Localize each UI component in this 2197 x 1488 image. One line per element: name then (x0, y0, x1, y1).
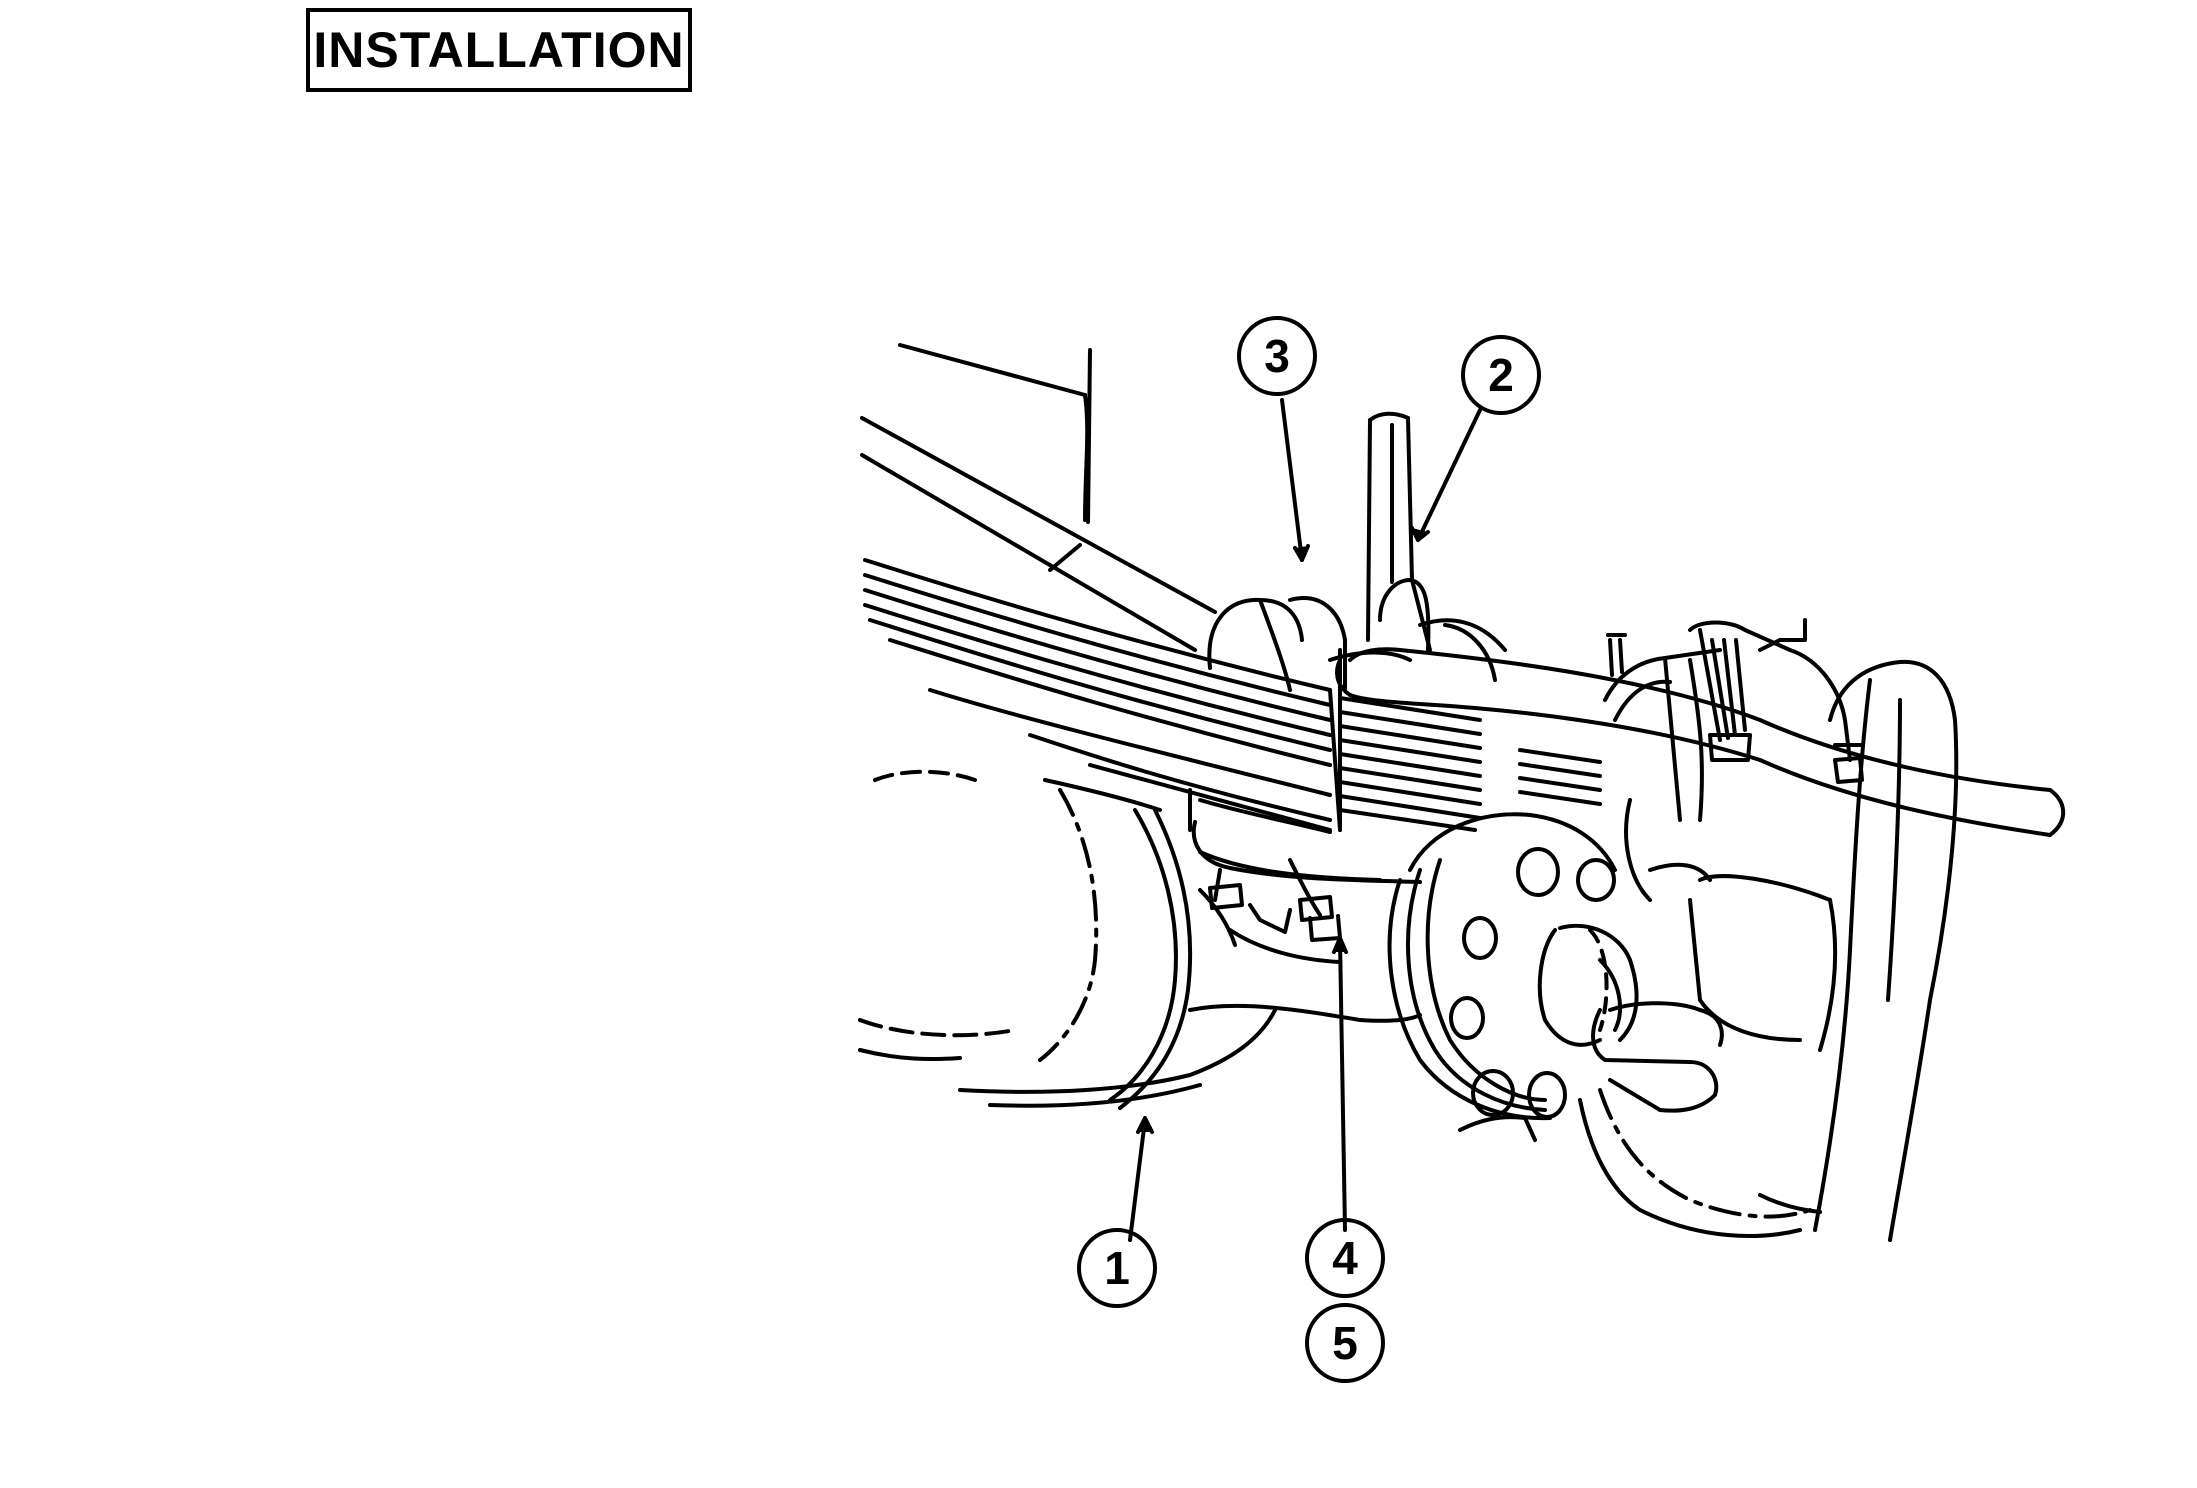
spring-hanger (1366, 411, 1432, 652)
callout-1-label: 1 (1104, 1242, 1130, 1294)
callout-5 (1305, 1303, 1385, 1383)
callout-5-label: 5 (1332, 1317, 1358, 1369)
callout-4-label: 4 (1332, 1232, 1358, 1284)
brake-drum (1758, 659, 1959, 1242)
callout-2 (1461, 335, 1541, 415)
steering-knuckle (1578, 620, 1864, 1238)
section-heading: INSTALLATION (306, 8, 692, 92)
leader-lines (1128, 398, 1482, 1242)
callout-3 (1237, 316, 1317, 396)
axle-housing (858, 769, 1422, 1110)
callout-4 (1305, 1218, 1385, 1298)
wheel-hub (1387, 812, 1639, 1142)
u-bolt-saddle (1207, 596, 1507, 692)
callout-1 (1077, 1228, 1157, 1308)
mounting-bracket (1758, 618, 1807, 652)
tie-rod (1335, 647, 2066, 837)
leaf-spring (863, 558, 1602, 834)
callout-3-label: 3 (1264, 330, 1290, 382)
frame-rail (860, 343, 1217, 652)
callout-2-label: 2 (1488, 349, 1514, 401)
